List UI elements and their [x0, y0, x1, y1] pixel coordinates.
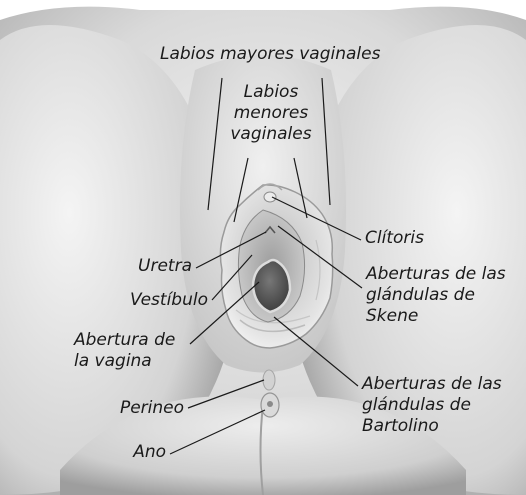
label-ano: Ano [80, 442, 166, 463]
label-uretra: Uretra [92, 256, 192, 277]
label-labios-menores: Labios menores vaginales [226, 82, 316, 145]
label-clitoris: Clítoris [365, 228, 424, 249]
clitoris [264, 192, 276, 202]
label-perineo: Perineo [80, 398, 184, 419]
vaginal-opening [253, 260, 290, 312]
label-labios-mayores: Labios mayores vaginales [160, 44, 380, 65]
label-aberturas-skene: Aberturas de las glándulas de Skene [366, 264, 506, 327]
label-aberturas-bartolino: Aberturas de las glándulas de Bartolino [362, 374, 502, 437]
perineum [263, 370, 275, 390]
label-vestibulo: Vestíbulo [92, 290, 208, 311]
label-abertura-vagina: Abertura de la vagina [74, 330, 175, 372]
